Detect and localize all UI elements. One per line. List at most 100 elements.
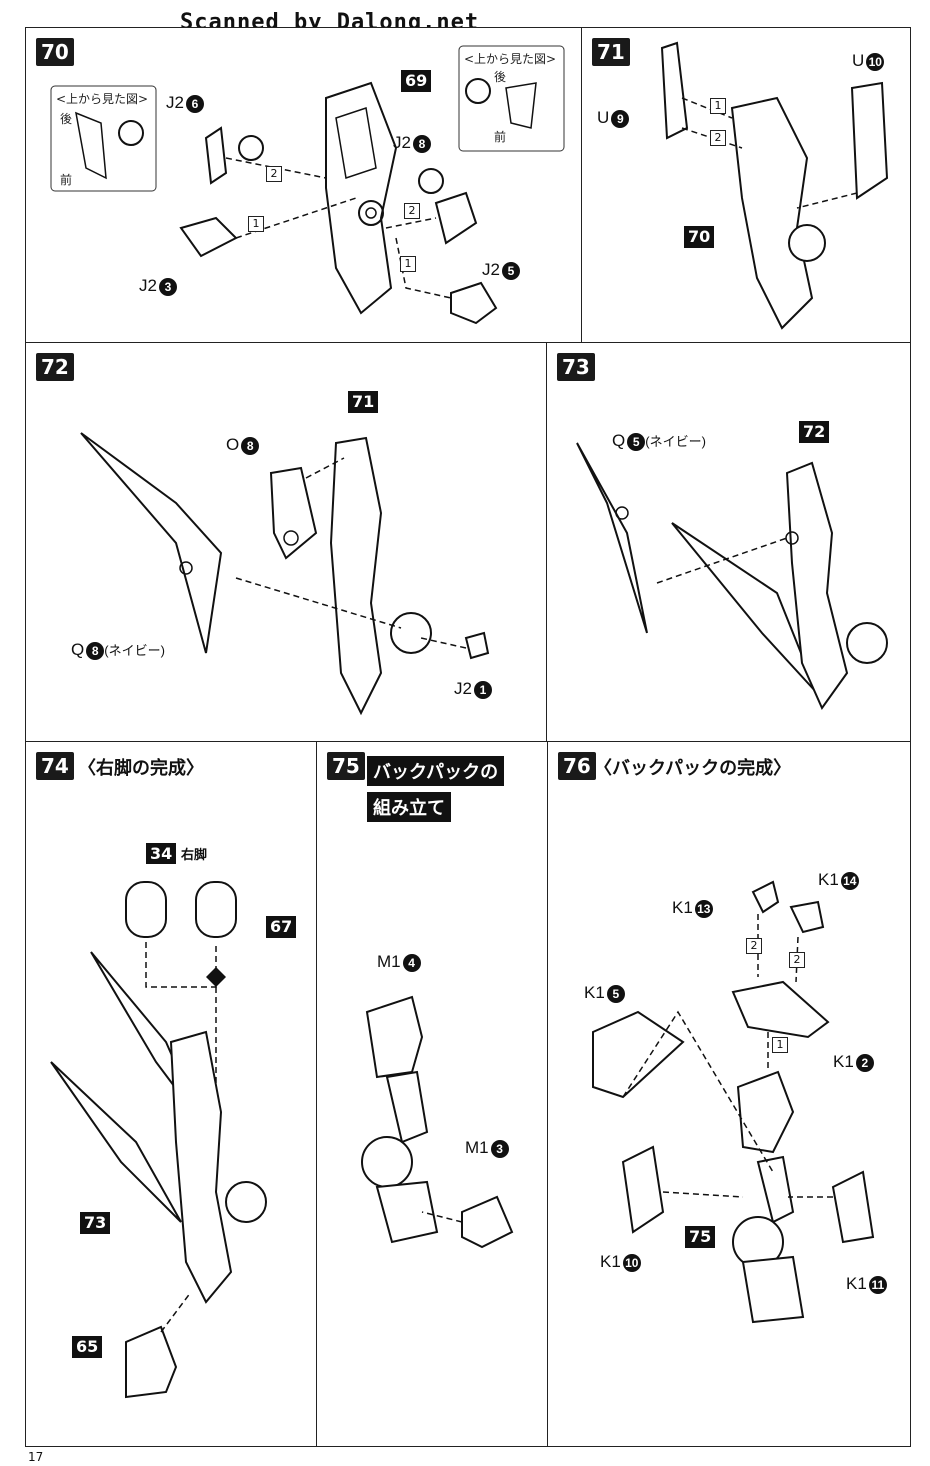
part-69-tag: 69 — [401, 70, 432, 92]
part-q5-number: 5 — [627, 432, 646, 451]
part-o8-number: 8 — [241, 436, 260, 455]
step-72-number: 72 — [36, 353, 74, 381]
step-76-diagram — [592, 880, 875, 1324]
step-74-diagram — [50, 881, 267, 1399]
step-76-title: 〈バックパックの完成〉 — [594, 758, 792, 779]
step-73-diagram — [576, 442, 888, 711]
order-2-marker-b: 2 — [789, 952, 805, 968]
step-74-panel: 74 〈右脚の完成〉 34 右脚 67 73 65 — [25, 741, 317, 1447]
step-75-number: 75 — [327, 752, 365, 780]
part-o8-label: O — [226, 435, 240, 454]
part-m13-label: M1 — [465, 1138, 489, 1157]
part-k111-number: 11 — [868, 1275, 887, 1294]
part-j2-8-number: 8 — [412, 134, 431, 153]
part-m13-number: 3 — [490, 1139, 509, 1158]
part-j2-1-label: J2 — [454, 679, 472, 698]
step-70-diagram — [50, 45, 565, 325]
step-76-number: 76 — [558, 752, 596, 780]
step-73-number: 73 — [557, 353, 595, 381]
order-2-marker-a: 2 — [746, 938, 762, 954]
part-65-tag: 65 — [72, 1336, 103, 1358]
top-view-label-left: <上から見た図> — [56, 92, 149, 106]
part-k114-label: K1 — [818, 870, 839, 889]
part-k110-label: K1 — [600, 1252, 621, 1271]
step-70-number: 70 — [36, 38, 74, 66]
front-label-left: 前 — [60, 173, 73, 187]
order-1-marker: 1 — [710, 98, 726, 114]
part-k113-number: 13 — [694, 899, 713, 918]
part-k110-number: 10 — [622, 1253, 641, 1272]
order-1-marker: 1 — [772, 1037, 788, 1053]
order-1-marker-b: 1 — [400, 256, 416, 272]
part-71-tag: 71 — [348, 391, 379, 413]
part-72-tag: 72 — [799, 421, 830, 443]
step-75-diagram — [361, 995, 514, 1249]
step-75-title-line2: 組み立て — [367, 792, 451, 822]
part-q5-label: Q — [612, 431, 626, 450]
part-j2-3-label: J2 — [139, 276, 157, 295]
step-74-number: 74 — [36, 752, 74, 780]
part-u9-number: 9 — [611, 109, 630, 128]
step-74-title: 〈右脚の完成〉 — [78, 758, 204, 779]
page-number: 17 — [28, 1450, 44, 1464]
right-leg-label: 右脚 — [181, 847, 208, 862]
order-1-marker: 1 — [248, 216, 264, 232]
part-34-tag: 34 — [146, 843, 177, 864]
part-q5-note: (ネイビー) — [645, 434, 706, 449]
part-j2-6-number: 6 — [185, 94, 204, 113]
step-71-diagram — [660, 41, 889, 330]
order-2-marker: 2 — [710, 130, 726, 146]
part-34-callout: 34 右脚 — [146, 843, 208, 864]
part-q8-number: 8 — [86, 641, 105, 660]
part-k111-label: K1 — [846, 1274, 867, 1293]
part-j2-6-label: J2 — [166, 93, 184, 112]
part-k15-number: 5 — [606, 984, 625, 1003]
part-j2-8-label: J2 — [393, 133, 411, 152]
part-j2-3-number: 3 — [158, 277, 177, 296]
part-m14-label: M1 — [377, 952, 401, 971]
part-j2-5-label: J2 — [482, 260, 500, 279]
part-k15-label: K1 — [584, 983, 605, 1002]
part-q8-label: Q — [71, 640, 85, 659]
order-2-marker-b: 2 — [404, 203, 420, 219]
part-73-tag: 73 — [80, 1212, 111, 1234]
part-u10-number: 10 — [866, 52, 885, 71]
part-u10-label: U — [852, 51, 865, 70]
part-j2-5-number: 5 — [501, 261, 520, 280]
part-k12-number: 2 — [855, 1053, 874, 1072]
front-label-right: 前 — [494, 130, 507, 144]
top-view-label-right: <上から見た図> — [464, 52, 557, 66]
part-u9-label: U — [597, 108, 610, 127]
part-m14-number: 4 — [402, 953, 421, 972]
back-label-right: 後 — [494, 70, 507, 84]
step-71-number: 71 — [592, 38, 630, 66]
part-j2-1-number: 1 — [473, 680, 492, 699]
order-2-marker: 2 — [266, 166, 282, 182]
part-k114-number: 14 — [840, 871, 859, 890]
part-70-tag: 70 — [684, 226, 715, 248]
back-label-left: 後 — [60, 112, 73, 126]
part-75-tag: 75 — [685, 1226, 716, 1248]
